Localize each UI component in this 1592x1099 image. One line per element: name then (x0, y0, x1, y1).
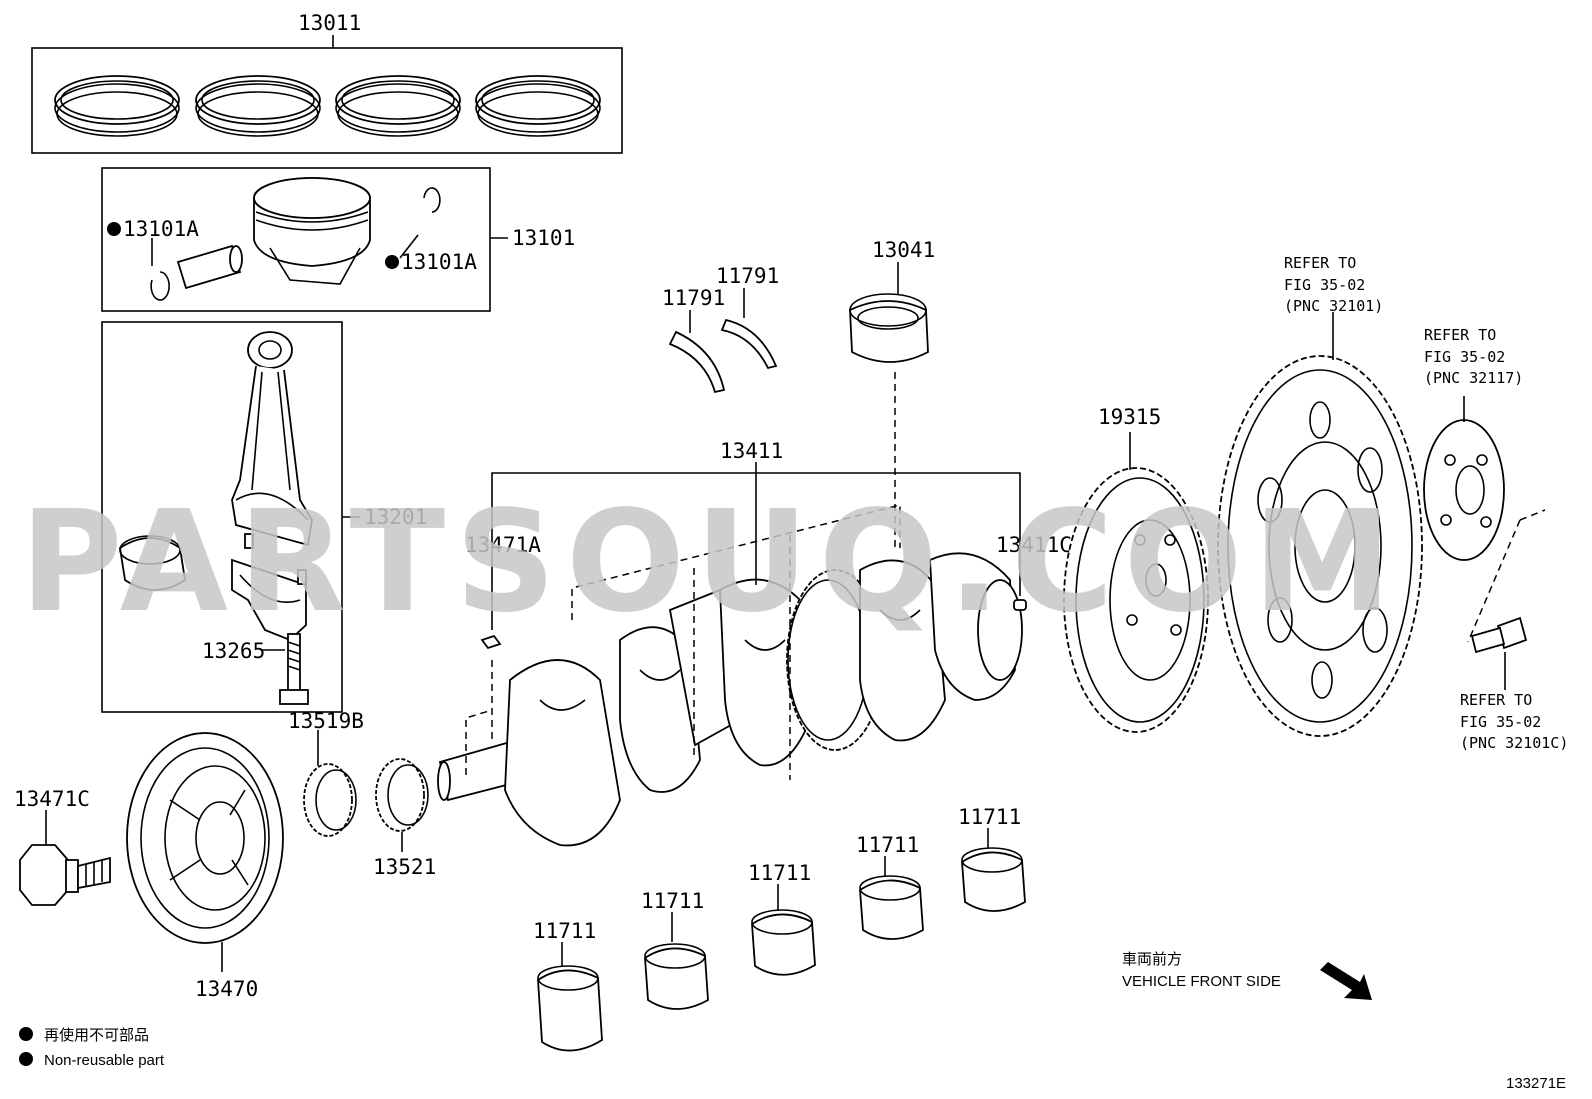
crankshaft-pin-13411C (1013, 599, 1027, 611)
label-13011[interactable]: 13011 (298, 11, 361, 35)
piston-ring-2 (195, 75, 321, 137)
piston-ring-3 (335, 75, 461, 137)
label-11791-a[interactable]: 11791 (662, 286, 725, 310)
label-13101[interactable]: 13101 (512, 226, 575, 250)
thrust-washer-1[interactable] (668, 310, 726, 394)
non-reusable-marker-left (107, 222, 121, 236)
snap-ring-right (423, 187, 441, 213)
crankshaft[interactable] (437, 552, 1023, 847)
label-11711-5[interactable]: 11711 (958, 805, 1021, 829)
rod-bolt (279, 633, 309, 705)
ref3-line2[interactable]: FIG 35-02 (1460, 713, 1541, 731)
piston-ring-1 (54, 75, 180, 137)
label-11791-b[interactable]: 11791 (716, 264, 779, 288)
direction-jp: 車両前方 (1122, 951, 1182, 968)
piston-sub-assembly[interactable] (101, 167, 508, 312)
snap-ring-left (150, 271, 170, 301)
direction-en: VEHICLE FRONT SIDE (1122, 973, 1281, 990)
front-arrow-icon (1320, 962, 1372, 1000)
label-13101A-left[interactable]: 13101A (123, 217, 199, 241)
watermark: PARTSOUQ.COM (20, 481, 1402, 644)
label-13101A-right[interactable]: 13101A (401, 250, 477, 274)
ref1-line2[interactable]: FIG 35-02 (1284, 276, 1365, 294)
label-13041[interactable]: 13041 (872, 238, 935, 262)
label-13411[interactable]: 13411 (720, 439, 783, 463)
ref1-line3[interactable]: (PNC 32101) (1284, 297, 1383, 315)
label-11711-2[interactable]: 11711 (641, 889, 704, 913)
label-13411C[interactable]: 13411C (996, 533, 1072, 557)
piston (253, 177, 371, 285)
label-11711-3[interactable]: 11711 (748, 861, 811, 885)
piston-pin (176, 244, 243, 290)
figure-id: 133271E (1506, 1075, 1566, 1092)
plate-32117[interactable] (1423, 396, 1505, 561)
sprocket-13519B[interactable] (303, 730, 357, 837)
dowel-pin-1 (244, 533, 254, 549)
main-bearing-2[interactable] (644, 912, 709, 1010)
label-13265[interactable]: 13265 (202, 639, 265, 663)
ref2-line1[interactable]: REFER TO (1424, 326, 1496, 344)
crankshaft-pulley[interactable] (126, 732, 284, 972)
label-13470[interactable]: 13470 (195, 977, 258, 1001)
label-13471A[interactable]: 13471A (465, 533, 541, 557)
rod-bearing (119, 535, 186, 591)
label-11711-4[interactable]: 11711 (856, 833, 919, 857)
piston-ring-set[interactable] (31, 35, 623, 154)
timing-rotor-19315[interactable] (1063, 432, 1209, 733)
thrust-washer-2[interactable] (720, 288, 778, 370)
main-bearing-5[interactable] (961, 828, 1026, 912)
label-13471C[interactable]: 13471C (14, 787, 90, 811)
crankshaft-key (480, 634, 502, 650)
legend-jp: 再使用不可部品 (44, 1027, 149, 1044)
connecting-rod-sub-assembly[interactable] (101, 321, 360, 713)
main-bearing-1[interactable] (537, 942, 603, 1052)
label-11711-1[interactable]: 11711 (533, 919, 596, 943)
rod-cap (231, 558, 307, 642)
connecting-rod (231, 331, 313, 547)
legend-marker-icon-2 (19, 1052, 33, 1066)
main-bearing-3[interactable] (751, 884, 816, 976)
label-13519B[interactable]: 13519B (288, 709, 364, 733)
main-bearing-4[interactable] (859, 856, 924, 940)
ref1-line1[interactable]: REFER TO (1284, 254, 1356, 272)
drive-plate-bolt[interactable] (1470, 616, 1528, 690)
ref3-line3[interactable]: (PNC 32101C) (1460, 734, 1568, 752)
sprocket-13521[interactable] (375, 758, 429, 852)
label-13521[interactable]: 13521 (373, 855, 436, 879)
piston-ring-4 (475, 75, 601, 137)
non-reusable-marker-right (385, 255, 399, 269)
ref3-line1[interactable]: REFER TO (1460, 691, 1532, 709)
dowel-pin-2 (297, 569, 307, 585)
ref2-line3[interactable]: (PNC 32117) (1424, 369, 1523, 387)
label-13201[interactable]: 13201 (364, 505, 427, 529)
bearing-13041[interactable] (849, 262, 929, 363)
label-19315[interactable]: 19315 (1098, 405, 1161, 429)
pulley-bolt[interactable] (19, 810, 111, 906)
legend-marker-icon-1 (19, 1027, 33, 1041)
drive-plate[interactable] (1217, 312, 1423, 737)
ref2-line2[interactable]: FIG 35-02 (1424, 348, 1505, 366)
legend-en: Non-reusable part (44, 1052, 165, 1069)
